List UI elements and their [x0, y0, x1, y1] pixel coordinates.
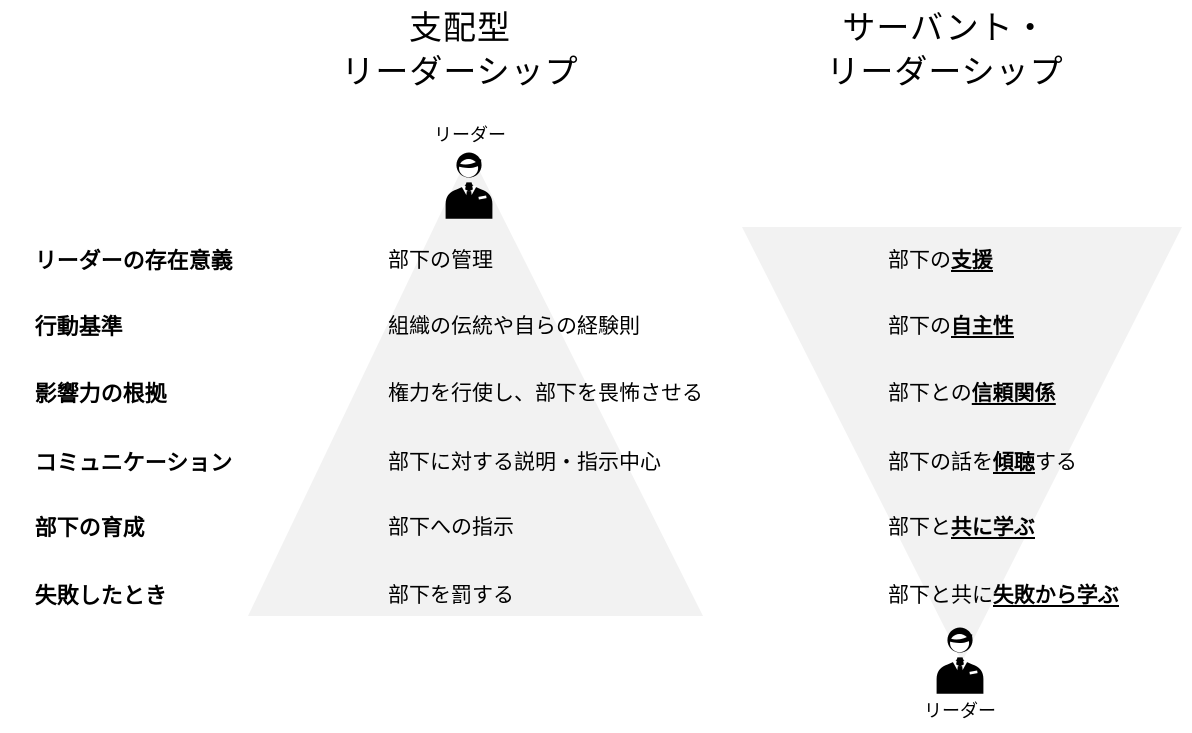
title-line-1: サーバント・ [842, 9, 1048, 46]
servant-emphasis: 傾聴 [993, 451, 1035, 474]
servant-value-purpose: 部下の支援 [888, 247, 993, 275]
servant-inverted-pyramid-triangle [742, 227, 1182, 662]
dominant-value-communication: 部下に対する説明・指示中心 [388, 451, 661, 474]
servant-prefix: 部下の話を [888, 451, 993, 474]
servant-emphasis: 信頼関係 [971, 382, 1056, 405]
title-line-2: リーダーシップ [341, 53, 579, 90]
row-label-purpose: リーダーの存在意義 [35, 248, 234, 273]
title-line-1: 支配型 [409, 9, 511, 46]
leader-label-top: リーダー [434, 125, 506, 145]
servant-prefix: 部下と共に [888, 584, 993, 607]
dominant-value-standard: 組織の伝統や自らの経験則 [388, 315, 640, 338]
servant-value-development: 部下と共に学ぶ [888, 514, 1035, 542]
dominant-value-development: 部下への指示 [388, 516, 514, 539]
servant-prefix: 部下の [888, 315, 951, 338]
row-label-failure: 失敗したとき [35, 583, 168, 608]
servant-value-influence: 部下との信頼関係 [888, 380, 1056, 408]
title-line-2: リーダーシップ [826, 53, 1064, 90]
servant-prefix: 部下と [888, 516, 951, 539]
dominant-pyramid-triangle [248, 152, 703, 616]
servant-prefix: 部下との [888, 382, 972, 405]
servant-leadership-title: サーバント・ リーダーシップ [765, 6, 1125, 94]
servant-emphasis: 自主性 [951, 315, 1014, 338]
row-label-standard: 行動基準 [35, 314, 124, 339]
dominant-value-failure: 部下を罰する [388, 584, 514, 607]
row-label-influence: 影響力の根拠 [35, 381, 168, 406]
servant-emphasis: 失敗から学ぶ [993, 584, 1119, 607]
servant-value-failure: 部下と共に失敗から学ぶ [888, 582, 1119, 610]
dominant-value-purpose: 部下の管理 [388, 249, 493, 272]
servant-suffix: する [1035, 451, 1077, 474]
servant-emphasis: 支援 [951, 249, 993, 272]
servant-value-communication: 部下の話を傾聴する [888, 449, 1077, 477]
servant-value-standard: 部下の自主性 [888, 313, 1014, 341]
dominant-value-influence: 権力を行使し、部下を畏怖させる [388, 382, 703, 405]
businessman-icon [936, 627, 984, 694]
leader-label-bottom: リーダー [924, 701, 996, 721]
servant-emphasis: 共に学ぶ [951, 516, 1035, 539]
row-label-communication: コミュニケーション [35, 450, 233, 475]
businessman-icon [445, 152, 493, 219]
row-label-development: 部下の育成 [35, 515, 146, 540]
servant-prefix: 部下の [888, 249, 951, 272]
dominant-leadership-title: 支配型 リーダーシップ [280, 6, 640, 94]
